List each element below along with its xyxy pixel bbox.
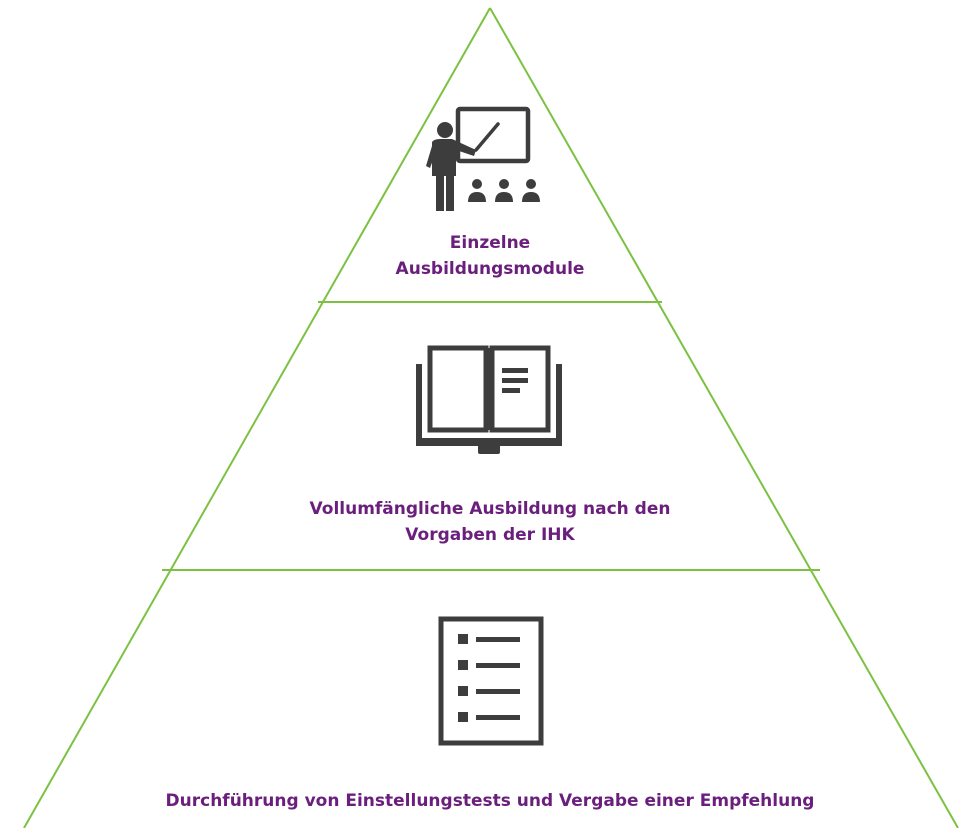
audience-head-1 <box>472 179 482 189</box>
audience-body-3 <box>522 192 540 202</box>
checklist-line-2 <box>476 663 520 668</box>
book-text-line-3 <box>502 388 520 393</box>
level-2-label: Vollumfängliche Ausbildung nach den Vorg… <box>310 496 671 548</box>
audience-head-2 <box>499 179 509 189</box>
book-text-line-1 <box>502 368 528 373</box>
book-text-line-2 <box>502 378 528 383</box>
audience-body-1 <box>468 192 486 202</box>
book-bottom-tab <box>478 444 500 454</box>
board-frame <box>455 106 531 164</box>
level-1-label-line-2: Ausbildungsmodule <box>395 259 585 279</box>
level-3-label: Durchführung von Einstellungstests und V… <box>166 788 815 814</box>
checklist-line-3 <box>476 689 520 694</box>
book-spine-inner <box>486 348 492 430</box>
checklist-bullet-1 <box>458 634 468 644</box>
level-2-label-line-2: Vorgaben der IHK <box>405 525 575 545</box>
audience-head-3 <box>526 179 536 189</box>
teacher-leg-right <box>446 176 454 211</box>
open-book-icon <box>416 345 562 454</box>
pointer-stick <box>474 122 500 152</box>
level-1-label: Einzelne Ausbildungsmodule <box>396 230 585 282</box>
teacher-body <box>432 139 476 176</box>
level-3-label-line-1: Durchführung von Einstellungstests und V… <box>165 791 815 811</box>
teacher-arm <box>426 146 436 168</box>
checklist-bullet-4 <box>458 712 468 722</box>
checklist-icon <box>438 616 544 746</box>
checklist-bullet-3 <box>458 686 468 696</box>
level-2-label-line-1: Vollumfängliche Ausbildung nach den <box>309 499 671 519</box>
checklist-frame <box>438 616 544 746</box>
checklist-bullet-2 <box>458 660 468 670</box>
checklist-line-4 <box>476 715 520 720</box>
pyramid-outline <box>23 7 959 828</box>
pyramid-right-edge <box>489 7 959 828</box>
teacher-head <box>437 122 453 138</box>
audience-body-2 <box>495 192 513 202</box>
pyramid-left-edge <box>23 7 491 828</box>
teacher-leg-left <box>436 176 444 211</box>
level-1-label-line-1: Einzelne <box>449 233 531 253</box>
teacher-presentation-icon <box>426 106 540 211</box>
checklist-line-1 <box>476 637 520 642</box>
book-left-page <box>427 345 489 433</box>
